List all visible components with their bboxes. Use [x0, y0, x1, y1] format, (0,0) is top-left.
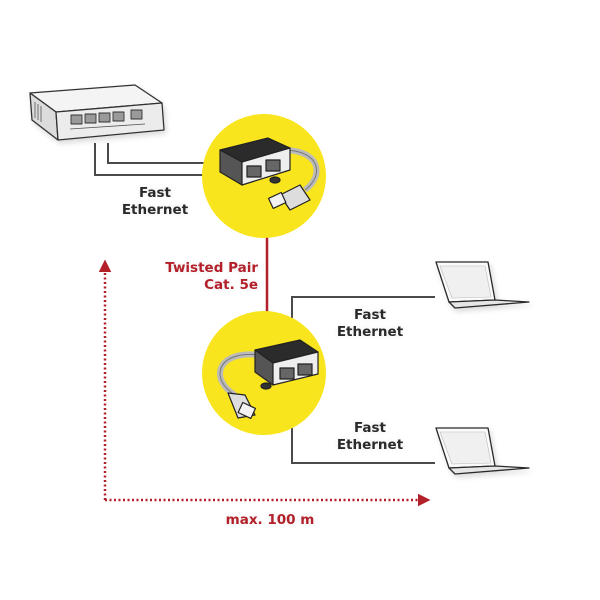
laptop-icon — [435, 427, 530, 475]
label-line2: Ethernet — [336, 437, 404, 453]
splitter-bottom — [202, 311, 326, 435]
splitter-top — [202, 114, 326, 238]
cable-splitter-to-laptops — [291, 296, 435, 464]
label-line2: Ethernet — [336, 324, 404, 340]
label-line2: Cat. 5e — [204, 277, 258, 293]
distance-indicator — [98, 259, 431, 507]
label-line2: Ethernet — [121, 202, 189, 218]
link-label-twisted-pair: Twisted Pair Cat. 5e — [140, 260, 258, 294]
label-line1: Twisted Pair — [165, 260, 258, 276]
link-label-laptop-2: Fast Ethernet — [320, 420, 420, 454]
label-line1: Fast — [138, 185, 172, 201]
label-line1: Fast — [353, 307, 387, 323]
cable-sharer-icon — [219, 137, 320, 211]
cable-sharer-icon — [217, 339, 319, 419]
label-line1: Fast — [353, 420, 387, 436]
network-switch-icon — [29, 84, 165, 141]
link-label-laptop-1: Fast Ethernet — [320, 307, 420, 341]
cable-switch-to-splitter — [94, 143, 215, 176]
laptop-icon — [435, 261, 530, 309]
distance-label: max. 100 m — [225, 512, 315, 528]
link-label-switch: Fast Ethernet — [110, 185, 200, 219]
